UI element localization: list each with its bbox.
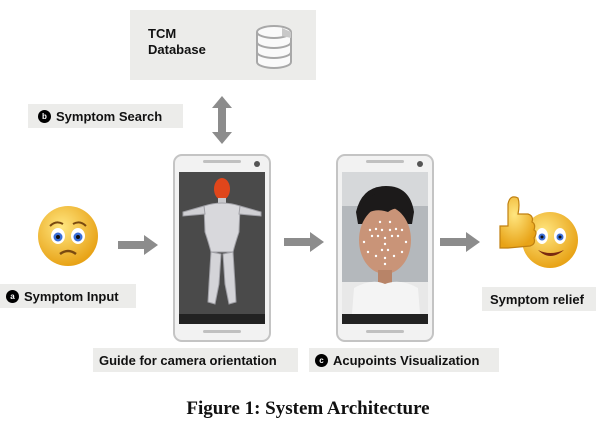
guide-camera-text: Guide for camera orientation (99, 352, 277, 368)
badge-c: c (315, 353, 328, 367)
arrow-right-icon (284, 232, 324, 252)
smartphone-guide (173, 154, 271, 342)
smartphone-acupoints (336, 154, 434, 342)
figure-caption: Figure 1: System Architecture (186, 398, 430, 419)
badge-b: b (38, 109, 51, 123)
symptom-search-label: b Symptom Search (28, 104, 183, 128)
guide-camera-label: Guide for camera orientation (93, 348, 298, 372)
worried-face-emoji (38, 206, 98, 266)
symptom-input-label: a Symptom Input (0, 284, 136, 308)
acupoints-visualization-label: c Acupoints Visualization (309, 348, 499, 372)
symptom-input-text: Symptom Input (24, 288, 119, 304)
thumbs-up-emoji (499, 196, 578, 268)
symptom-relief-label: Symptom relief (482, 287, 596, 311)
mannequin-figure (182, 178, 262, 305)
badge-a: a (6, 289, 19, 303)
tcm-database-title-line2: Database (148, 42, 206, 57)
arrow-right-icon (118, 235, 158, 255)
symptom-relief-text: Symptom relief (490, 291, 584, 307)
symptom-search-text: Symptom Search (56, 108, 163, 124)
database-icon (256, 25, 292, 69)
acupoints-visualization-text: Acupoints Visualization (333, 352, 480, 368)
double-arrow-icon (212, 96, 232, 144)
tcm-database-title-line1: TCM (148, 26, 177, 41)
tcm-database-title: TCM Database (148, 26, 206, 58)
face-photo (342, 172, 428, 314)
arrow-right-icon (440, 232, 480, 252)
